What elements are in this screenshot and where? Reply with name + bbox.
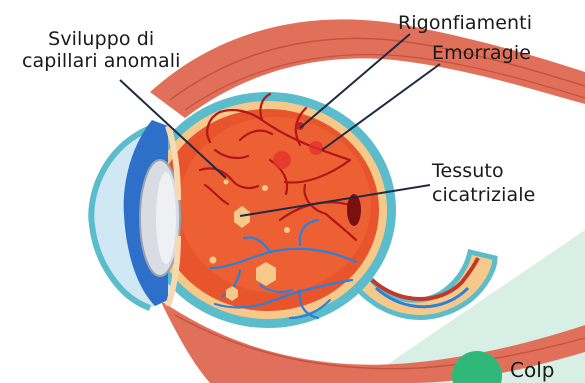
label-swellings: Rigonfiamenti (398, 12, 532, 34)
label-hemorrhages: Emorragie (432, 42, 531, 64)
badge-text: Colp (510, 358, 554, 382)
lens-highlight (156, 172, 176, 264)
label-line: capillari anomali (22, 50, 180, 72)
label-scar-tissue-line2: cicatriziale (432, 184, 535, 206)
label-scar-tissue-line1: Tessuto (432, 160, 504, 182)
label-abnormal-capillaries: Sviluppo di capillari anomali (22, 28, 180, 72)
label-line: Sviluppo di (22, 28, 180, 50)
retina-glow (179, 117, 371, 293)
hemorrhage-spot (273, 151, 291, 169)
hemorrhage-spot (309, 141, 323, 155)
